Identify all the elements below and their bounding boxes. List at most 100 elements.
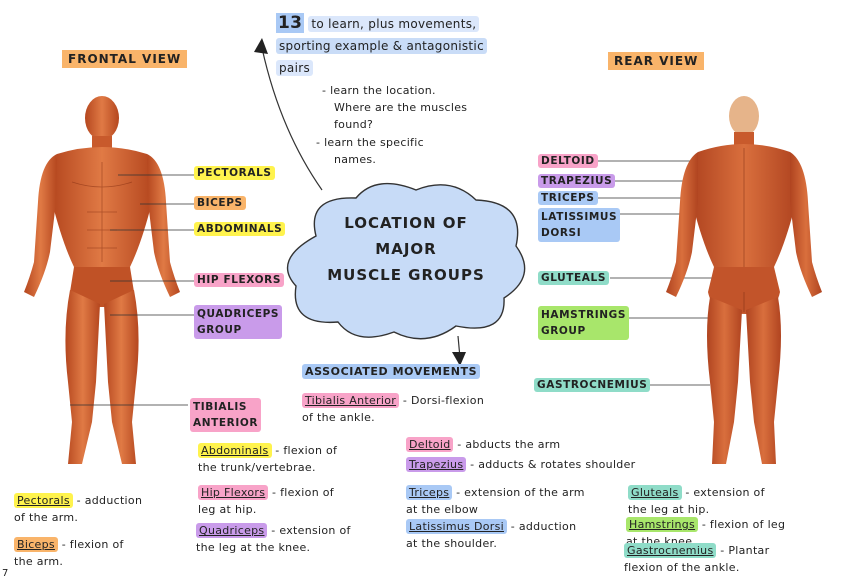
label-abdominals: ABDOMINALS [194, 222, 286, 236]
bullet-location-line3: found? [334, 118, 374, 131]
movement-tibialis-desc1: - Dorsi-flexion [402, 394, 485, 407]
movement-abdominals-line1: Abdominals - flexion of [198, 442, 337, 459]
movement-pect-name: Pectorals [14, 493, 73, 508]
movement-gastro-name: Gastrocnemius [624, 543, 717, 558]
label-tibialis: TIBIALIS ANTERIOR [190, 398, 262, 432]
page-number: 7 [2, 568, 9, 579]
movement-deltoid-name: Deltoid [406, 437, 454, 452]
front-body-figure [24, 96, 180, 464]
movement-hamstrings: Hamstrings - flexion of leg at the knee [626, 516, 785, 550]
cloud-title-line1: LOCATION OF [344, 214, 468, 232]
label-tibialis-line1: TIBIALIS [193, 401, 248, 413]
label-hip-flexors: HIP FLEXORS [194, 273, 284, 287]
label-deltoid: DELTOID [538, 154, 598, 168]
movement-biceps-name: Biceps [14, 537, 58, 552]
movement-deltoid-desc: - abducts the arm [457, 438, 561, 451]
movement-abdominals-line2: the trunk/vertebrae. [198, 461, 316, 474]
movement-abdominals-name: Abdominals [198, 443, 272, 458]
movement-abdominals-desc1: - flexion of [275, 444, 338, 457]
bullet-names-line1: - learn the specific [316, 136, 424, 149]
movement-triceps-name: Triceps [406, 485, 453, 500]
bullet-names: - learn the specific names. [316, 134, 424, 168]
movement-quad-line1: Quadriceps - extension of [196, 522, 351, 539]
movement-tibialis-line2: of the ankle. [302, 411, 375, 424]
rear-body-figure [666, 96, 822, 464]
movement-ham-desc1: - flexion of leg [701, 518, 786, 531]
movement-biceps: Biceps - flexion of the arm. [14, 536, 124, 570]
movement-hip-desc1: - flexion of [272, 486, 334, 499]
movement-trapezius: Trapezius - adducts & rotates shoulder [406, 456, 635, 473]
movement-hip-flexors: Hip Flexors - flexion of leg at hip. [198, 484, 334, 518]
movement-quad-line2: the leg at the knee. [196, 541, 311, 554]
movement-pectorals: Pectorals - adduction of the arm. [14, 492, 142, 526]
movement-glut-line2: the leg at hip. [628, 503, 710, 516]
movement-triceps-desc1: - extension of the arm [456, 486, 585, 499]
movement-ham-name: Hamstrings [626, 517, 699, 532]
top-note: 13 to learn, plus movements, sporting ex… [276, 12, 487, 79]
movement-triceps-line2: at the elbow [406, 503, 479, 516]
movement-abdominals: Abdominals - flexion of the trunk/verteb… [198, 442, 337, 476]
movement-lat-name: Latissimus Dorsi [406, 519, 507, 534]
top-note-line1: 13 to learn, plus movements, [276, 12, 487, 35]
bullet-location-line1: - learn the location. [322, 84, 436, 97]
movement-pect-desc1: - adduction [76, 494, 143, 507]
movement-quad-desc1: - extension of [271, 524, 351, 537]
frontal-view-heading: FRONTAL VIEW [62, 50, 188, 68]
movement-gastro-line1: Gastrocnemius - Plantar [624, 542, 769, 559]
movement-gastro-desc1: - Plantar [720, 544, 770, 557]
movements-heading: ASSOCIATED MOVEMENTS [302, 364, 481, 379]
label-hamstrings: HAMSTRINGS GROUP [538, 306, 630, 340]
movement-gastrocnemius: Gastrocnemius - Plantar flexion of the a… [624, 542, 769, 576]
movement-biceps-line2: the arm. [14, 555, 64, 568]
movement-glut-line1: Gluteals - extension of [628, 484, 765, 501]
movement-trap-desc: - adducts & rotates shoulder [470, 458, 636, 471]
label-latissimus-line2: DORSI [541, 227, 582, 239]
movement-triceps: Triceps - extension of the arm at the el… [406, 484, 585, 518]
rear-view-heading: REAR VIEW [608, 52, 705, 70]
movement-quad-name: Quadriceps [196, 523, 268, 538]
movement-hip-name: Hip Flexors [198, 485, 269, 500]
top-note-line2: sporting example & antagonistic [276, 35, 487, 57]
movement-biceps-line1: Biceps - flexion of [14, 536, 124, 553]
bullet-location-line2: Where are the muscles [334, 101, 468, 114]
top-note-line3: pairs [276, 57, 487, 79]
movement-tibialis-name: Tibialis Anterior [302, 393, 400, 408]
movement-glut-name: Gluteals [628, 485, 682, 500]
movement-gastro-line2: flexion of the ankle. [624, 561, 740, 574]
movement-trap-name: Trapezius [406, 457, 467, 472]
label-hamstrings-line2: GROUP [541, 325, 586, 337]
top-note-count: 13 [276, 13, 305, 33]
label-quadriceps-line1: QUADRICEPS [197, 308, 280, 320]
label-pectorals: PECTORALS [194, 166, 275, 180]
label-trapezius: TRAPEZIUS [538, 174, 616, 188]
movement-deltoid: Deltoid - abducts the arm [406, 436, 560, 453]
label-latissimus: LATISSIMUS DORSI [538, 208, 621, 242]
label-gluteals: GLUTEALS [538, 271, 609, 285]
movement-gluteals: Gluteals - extension of the leg at hip. [628, 484, 765, 518]
label-triceps: TRICEPS [538, 191, 598, 205]
label-hamstrings-line1: HAMSTRINGS [541, 309, 627, 321]
label-latissimus-line1: LATISSIMUS [541, 211, 618, 223]
label-quadriceps-line2: GROUP [197, 324, 242, 336]
cloud-title-line2: MAJOR [375, 240, 437, 258]
movement-pect-line2: of the arm. [14, 511, 79, 524]
movement-lat-line1: Latissimus Dorsi - adduction [406, 518, 576, 535]
label-tibialis-line2: ANTERIOR [193, 417, 259, 429]
bullet-location: - learn the location. Where are the musc… [322, 82, 467, 133]
movement-triceps-line1: Triceps - extension of the arm [406, 484, 585, 501]
movement-hip-line2: leg at hip. [198, 503, 257, 516]
bullet-names-line2: names. [334, 153, 377, 166]
movement-biceps-desc1: - flexion of [61, 538, 124, 551]
movement-quadriceps: Quadriceps - extension of the leg at the… [196, 522, 351, 556]
label-biceps: BICEPS [194, 196, 246, 210]
central-cloud [286, 182, 526, 340]
cloud-title: LOCATION OF MAJOR MUSCLE GROUPS [300, 210, 512, 288]
movement-pect-line1: Pectorals - adduction [14, 492, 142, 509]
movement-lat-line2: at the shoulder. [406, 537, 498, 550]
label-gastrocnemius: GASTROCNEMIUS [534, 378, 651, 392]
top-note-text1: to learn, plus movements, [308, 16, 480, 32]
movement-glut-desc1: - extension of [685, 486, 765, 499]
cloud-title-line3: MUSCLE GROUPS [327, 266, 485, 284]
movement-latissimus: Latissimus Dorsi - adduction at the shou… [406, 518, 576, 552]
movement-tibialis-line1: Tibialis Anterior - Dorsi-flexion [302, 392, 484, 409]
